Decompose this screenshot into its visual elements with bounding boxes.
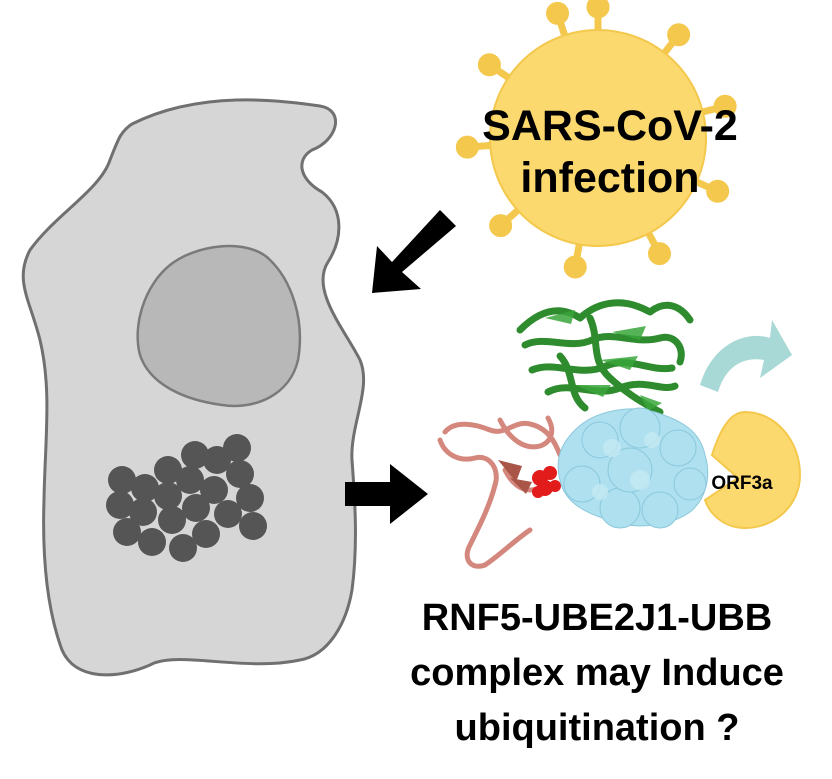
granule [129, 498, 157, 526]
granule [154, 456, 182, 484]
granule [108, 466, 136, 494]
green-protein-ribbon [516, 299, 694, 416]
complex-caption-line2: complex may Induce [410, 652, 784, 694]
virus-spike-tip [546, 1, 570, 25]
granule [113, 518, 141, 546]
virus-label: SARS-CoV-2 infection [440, 100, 780, 204]
nucleus [136, 244, 302, 408]
granule [226, 460, 254, 488]
granule [214, 500, 242, 528]
granule [203, 446, 231, 474]
orf3a-label: ORF3a [711, 473, 773, 494]
granule [192, 520, 220, 548]
virus-spike-tip [563, 255, 587, 279]
granule [182, 494, 210, 522]
granule [200, 476, 228, 504]
granule [239, 512, 267, 540]
orf3a-shape [703, 410, 802, 530]
virus-label-line1: SARS-CoV-2 [482, 102, 738, 150]
cell [21, 98, 366, 677]
curved-arrow [700, 320, 792, 392]
complex-arrow [345, 464, 428, 524]
granule [181, 441, 209, 469]
virus-spike-tip [667, 23, 691, 47]
granule [131, 474, 159, 502]
granule [158, 506, 186, 534]
virus-spike-tip [489, 214, 513, 238]
virus-label-line2: infection [520, 154, 700, 202]
granule [169, 534, 197, 562]
infection-arrow [372, 210, 456, 293]
granule [176, 466, 204, 494]
complex-caption-line3: ubiquitination ? [454, 707, 740, 749]
virus-spike-tip [455, 135, 479, 159]
virus-spike-tip [648, 242, 672, 266]
virus-spike-tip [713, 94, 737, 118]
protein-complex [437, 299, 709, 569]
red-residues [532, 466, 561, 498]
granule [236, 484, 264, 512]
virus-spike-tip [706, 179, 730, 203]
virus-spike-tip [586, 0, 610, 19]
sars-cov-2-virus [455, 0, 737, 279]
virus-body [489, 29, 707, 247]
virus-spike-tip [477, 53, 501, 77]
granule [154, 482, 182, 510]
granule [138, 528, 166, 556]
complex-caption: RNF5-UBE2J1-UBB complex may Induce ubiqu… [362, 591, 832, 756]
complex-caption-line1: RNF5-UBE2J1-UBB [421, 597, 773, 639]
granule [106, 491, 134, 519]
granule-cluster [106, 434, 267, 562]
blue-surface-protein [557, 407, 709, 529]
